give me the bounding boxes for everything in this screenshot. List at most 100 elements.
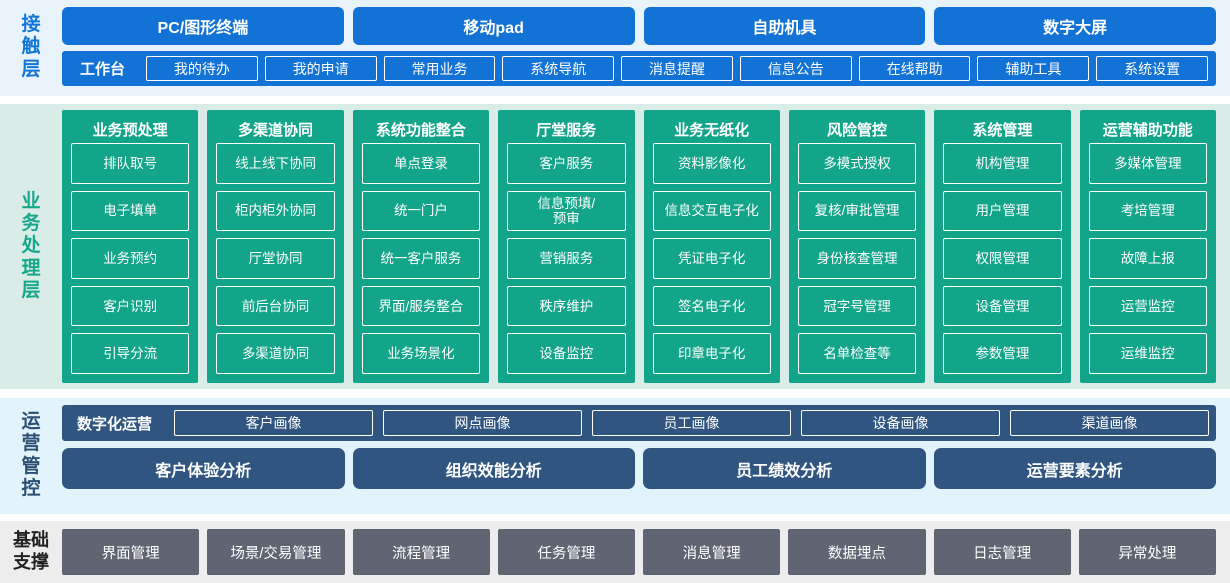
business-item[interactable]: 参数管理 [943, 333, 1062, 374]
portrait-item[interactable]: 客户画像 [174, 410, 374, 436]
base-item[interactable]: 场景/交易管理 [207, 529, 345, 575]
base-item[interactable]: 数据埋点 [788, 529, 926, 575]
business-item[interactable]: 运维监控 [1088, 333, 1207, 374]
business-item-label: 前后台协同 [241, 298, 310, 314]
portrait-item[interactable]: 员工画像 [592, 410, 792, 436]
analysis-card[interactable]: 员工绩效分析 [643, 448, 926, 489]
channel-card[interactable]: 移动pad [352, 7, 635, 45]
portrait-item[interactable]: 设备画像 [801, 410, 1001, 436]
channel-card[interactable]: PC/图形终端 [62, 7, 344, 45]
business-column-items: 排队取号 电子填单 业务预约 客户识别 引导分流 [71, 143, 190, 374]
business-item[interactable]: 界面/服务整合 [361, 285, 481, 327]
portrait-item[interactable]: 网点画像 [383, 410, 583, 436]
business-item[interactable]: 秩序维护 [507, 285, 626, 327]
business-item[interactable]: 考培管理 [1088, 190, 1207, 232]
business-item[interactable]: 权限管理 [943, 238, 1062, 279]
business-item[interactable]: 客户识别 [71, 285, 190, 327]
business-item[interactable]: 复核/审批管理 [797, 190, 917, 232]
base-item[interactable]: 流程管理 [352, 529, 490, 575]
business-column-items: 机构管理 用户管理 权限管理 设备管理 参数管理 [943, 143, 1062, 374]
business-item[interactable]: 机构管理 [943, 143, 1062, 184]
base-item[interactable]: 消息管理 [643, 529, 781, 575]
analysis-card[interactable]: 组织效能分析 [352, 448, 635, 489]
base-item[interactable]: 异常处理 [1078, 529, 1216, 575]
business-item[interactable]: 签名电子化 [652, 285, 771, 327]
workbench-item[interactable]: 我的待办 [146, 56, 258, 81]
business-item[interactable]: 营销服务 [507, 238, 626, 279]
business-column-title: 系统管理 [972, 122, 1033, 139]
business-item[interactable]: 客户服务 [507, 143, 626, 184]
business-item[interactable]: 排队取号 [71, 143, 190, 184]
business-item[interactable]: 统一门户 [361, 190, 481, 232]
business-column-title: 系统功能整合 [375, 122, 466, 139]
business-item-label: 排队取号 [103, 155, 158, 171]
business-item-label: 多模式授权 [823, 155, 891, 171]
base-layer-label: 基础支撑 [13, 530, 49, 572]
analysis-card[interactable]: 客户体验分析 [62, 448, 345, 489]
business-item[interactable]: 身份核查管理 [797, 238, 917, 279]
business-item[interactable]: 设备管理 [943, 285, 1062, 327]
business-column-title: 厅堂服务 [536, 122, 597, 139]
channel-card[interactable]: 数字大屏 [934, 7, 1216, 45]
workbench-item[interactable]: 消息提醒 [621, 56, 733, 81]
business-item[interactable]: 前后台协同 [216, 285, 335, 327]
band-divider-business-ops [0, 389, 1230, 398]
workbench-item-label: 系统导航 [530, 60, 587, 77]
business-item-label: 运营监控 [1120, 298, 1175, 314]
workbench-item[interactable]: 在线帮助 [858, 56, 971, 81]
workbench-item[interactable]: 辅助工具 [977, 56, 1090, 81]
business-column-title: 业务预处理 [92, 122, 168, 139]
workbench-item[interactable]: 信息公告 [739, 56, 852, 81]
business-item[interactable]: 多渠道协同 [216, 333, 335, 374]
business-item[interactable]: 业务场景化 [361, 333, 481, 374]
business-item[interactable]: 厅堂协同 [216, 238, 335, 279]
business-item-label: 身份核查管理 [816, 250, 898, 266]
business-item-label: 柜内柜外协同 [235, 203, 317, 219]
business-item[interactable]: 多媒体管理 [1088, 143, 1207, 184]
analysis-card-label: 客户体验分析 [155, 462, 252, 480]
base-item[interactable]: 界面管理 [62, 529, 200, 575]
workbench-item[interactable]: 我的申请 [264, 56, 377, 81]
ops-layer-body: 数字化运营 客户画像 网点画像 员工画像 设备画像 渠道画像 客户体验分析 组织… [62, 405, 1230, 506]
workbench-item[interactable]: 系统导航 [502, 56, 615, 81]
business-item-label: 多渠道协同 [241, 346, 310, 362]
business-column: 系统管理 机构管理 用户管理 权限管理 设备管理 参数管理 [934, 110, 1071, 383]
business-item[interactable]: 设备监控 [507, 333, 626, 374]
channel-card[interactable]: 自助机具 [643, 7, 926, 45]
portrait-item-label: 设备画像 [872, 415, 929, 431]
business-item[interactable]: 业务预约 [71, 238, 190, 279]
business-item[interactable]: 运营监控 [1088, 285, 1207, 327]
business-item[interactable]: 信息预填/ 预审 [507, 190, 626, 232]
business-item[interactable]: 柜内柜外协同 [216, 190, 335, 232]
business-item[interactable]: 统一客户服务 [361, 238, 481, 279]
portrait-item[interactable]: 渠道画像 [1010, 410, 1210, 436]
base-item[interactable]: 日志管理 [933, 529, 1071, 575]
business-item-label: 营销服务 [539, 250, 594, 266]
business-layer-body: 业务预处理 排队取号 电子填单 业务预约 客户识别 引导分流 [62, 110, 1230, 383]
workbench-item[interactable]: 系统设置 [1096, 56, 1209, 81]
business-item[interactable]: 引导分流 [71, 333, 190, 374]
business-item[interactable]: 多模式授权 [797, 143, 917, 184]
business-item[interactable]: 印章电子化 [652, 333, 771, 374]
business-item[interactable]: 用户管理 [943, 190, 1062, 232]
business-item[interactable]: 资料影像化 [652, 143, 771, 184]
business-item[interactable]: 故障上报 [1088, 238, 1207, 279]
portrait-item-label: 网点画像 [454, 415, 511, 431]
business-item[interactable]: 凭证电子化 [652, 238, 771, 279]
workbench-item-label: 系统设置 [1124, 60, 1181, 77]
business-item[interactable]: 名单检查等 [797, 333, 917, 374]
business-item[interactable]: 信息交互电子化 [652, 190, 771, 232]
business-item[interactable]: 电子填单 [71, 190, 190, 232]
workbench-item-label: 我的申请 [292, 60, 349, 77]
business-item[interactable]: 单点登录 [361, 143, 481, 184]
business-item-label: 多媒体管理 [1114, 155, 1182, 171]
base-item[interactable]: 任务管理 [497, 529, 635, 575]
workbench-item[interactable]: 常用业务 [383, 56, 496, 81]
business-item[interactable]: 冠字号管理 [797, 285, 917, 327]
analysis-card-label: 组织效能分析 [445, 462, 542, 480]
analysis-card[interactable]: 运营要素分析 [933, 448, 1216, 489]
base-item-label: 界面管理 [101, 545, 160, 562]
channel-card-label: PC/图形终端 [157, 20, 249, 37]
business-item[interactable]: 线上线下协同 [216, 143, 335, 184]
